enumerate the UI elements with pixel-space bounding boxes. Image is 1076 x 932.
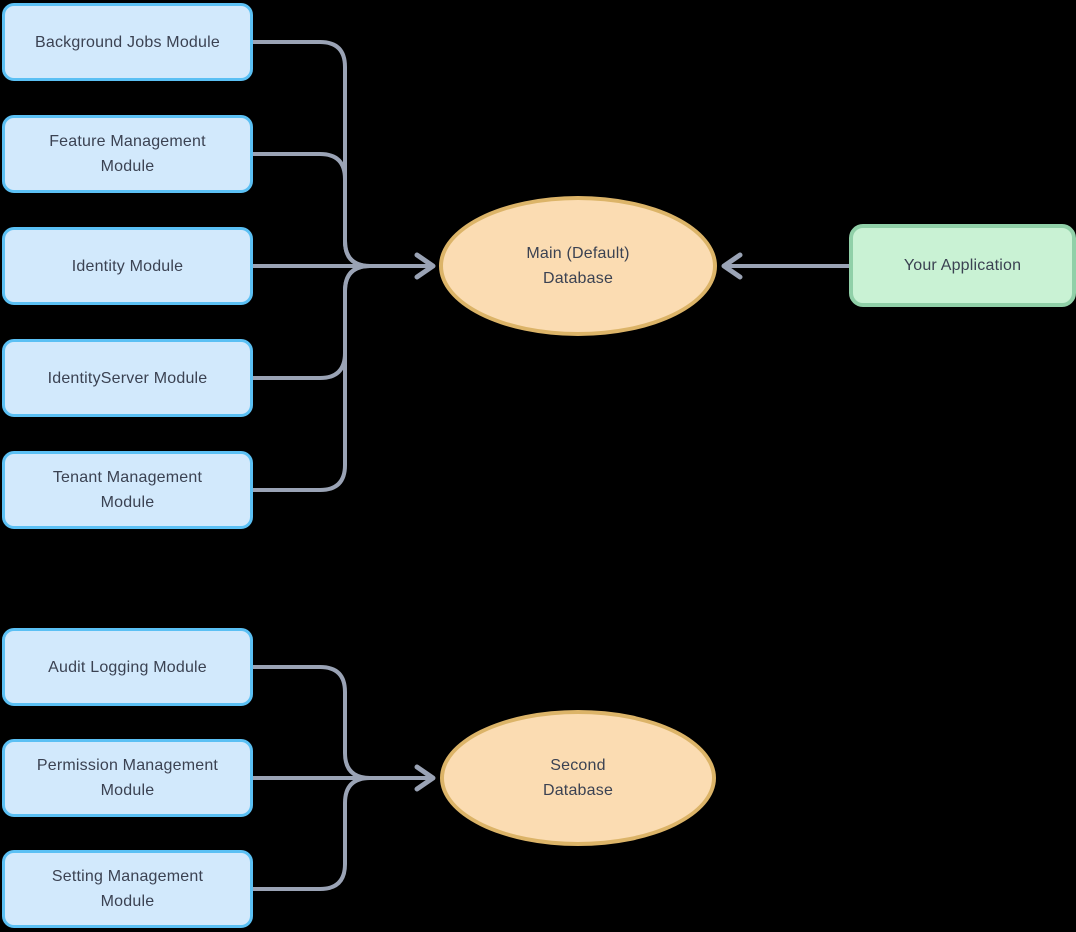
edge-tenant-management-to-main-db xyxy=(253,264,371,492)
node-label: IdentityServer Module xyxy=(47,369,208,387)
node-label: Background Jobs Module xyxy=(35,33,220,51)
node-label: Identity Module xyxy=(71,257,184,275)
node-label: Tenant Management Module xyxy=(52,469,203,511)
node-tenant-management-module: Tenant Management Module xyxy=(2,451,253,529)
edge-setting-management-to-second-db xyxy=(253,776,371,891)
node-feature-management-module: Feature Management Module xyxy=(2,115,253,193)
edge-feature-management-to-main-db xyxy=(253,152,371,268)
node-background-jobs-module: Background Jobs Module xyxy=(2,3,253,81)
node-label: Feature Management Module xyxy=(49,133,206,175)
edge-identityserver-to-main-db xyxy=(253,264,371,380)
node-main-default-database: Main (Default) Database xyxy=(439,196,717,336)
node-your-application: Your Application xyxy=(849,224,1076,307)
node-label: Main (Default) Database xyxy=(526,245,630,287)
node-label: Audit Logging Module xyxy=(48,658,207,676)
node-second-database: Second Database xyxy=(440,710,716,846)
edge-audit-logging-to-second-db xyxy=(253,665,371,780)
node-identity-module: Identity Module xyxy=(2,227,253,305)
node-label: Setting Management Module xyxy=(51,868,204,910)
node-label: Permission Management Module xyxy=(36,757,219,799)
node-label: Second Database xyxy=(542,757,614,799)
node-identityserver-module: IdentityServer Module xyxy=(2,339,253,417)
node-permission-management-module: Permission Management Module xyxy=(2,739,253,817)
node-label: Your Application xyxy=(903,257,1022,274)
node-audit-logging-module: Audit Logging Module xyxy=(2,628,253,706)
edge-background-jobs-to-main-db xyxy=(253,40,371,268)
node-setting-management-module: Setting Management Module xyxy=(2,850,253,928)
